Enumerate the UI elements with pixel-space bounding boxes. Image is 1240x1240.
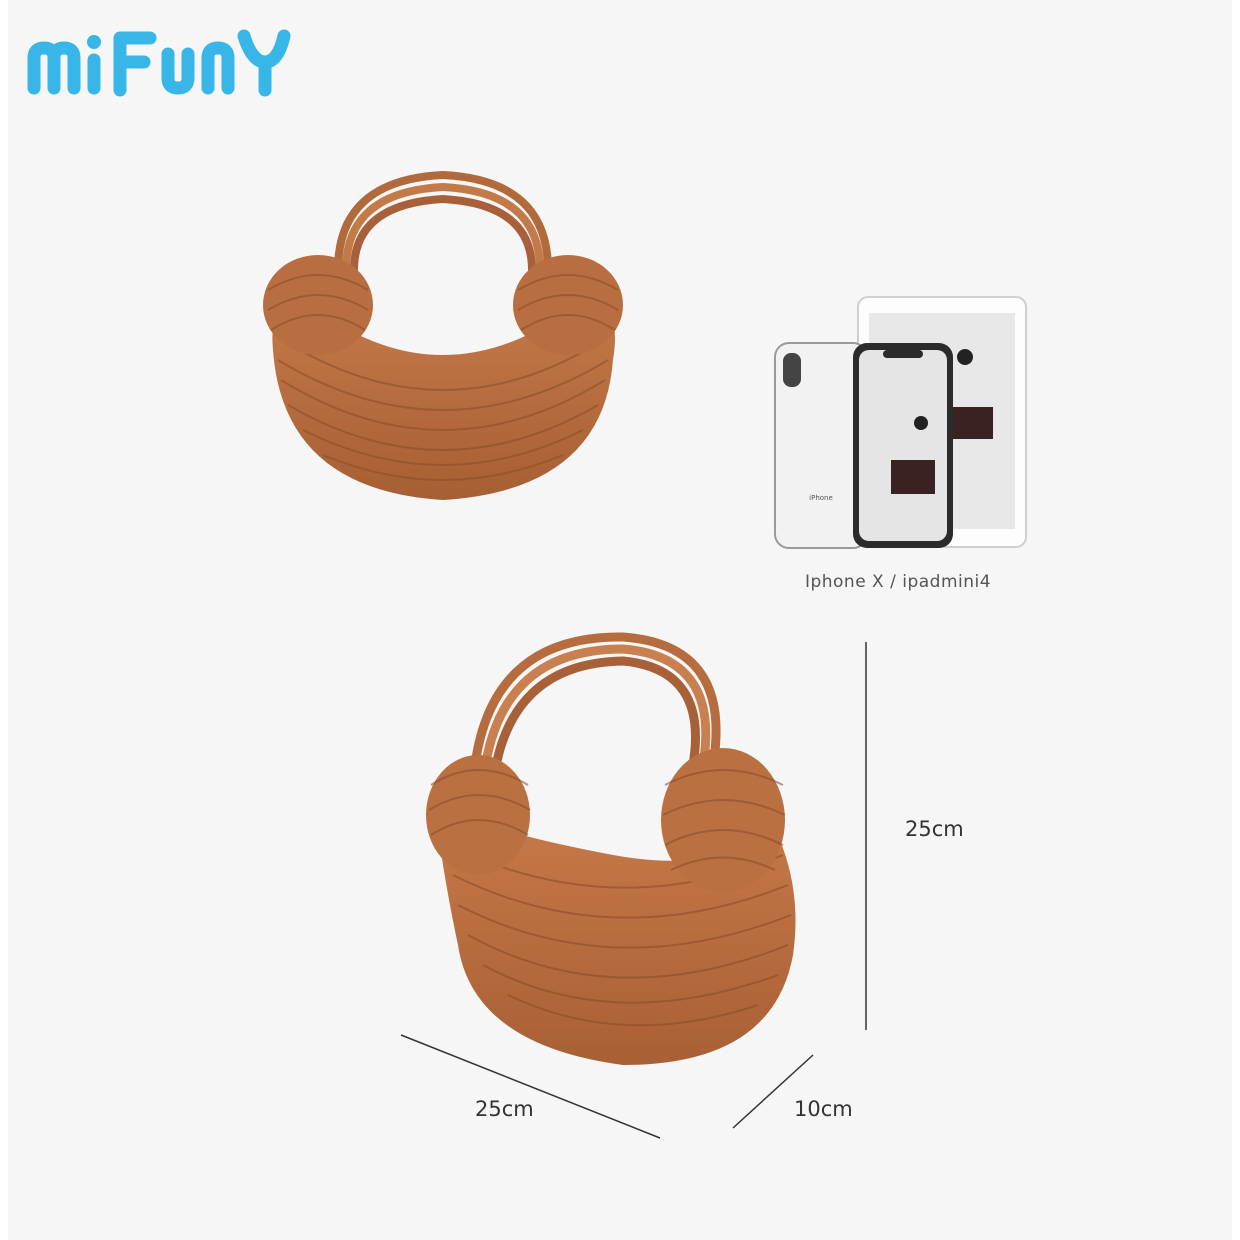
- depth-label: 10cm: [794, 1097, 853, 1121]
- devices-caption: Iphone X / ipadmini4: [804, 572, 992, 592]
- phone-model-text: iPhone: [809, 494, 833, 502]
- product-panel: iPhone Iphone X / ipadmini4: [8, 0, 1232, 1240]
- bag-angle-view-image: [413, 625, 818, 1075]
- height-label: 25cm: [905, 817, 964, 841]
- brand-logo: [22, 12, 292, 102]
- size-reference-devices: iPhone: [773, 295, 1033, 555]
- bag-front-view-image: [243, 160, 643, 560]
- width-label: 25cm: [475, 1097, 534, 1121]
- logo-wordmark: [27, 29, 291, 97]
